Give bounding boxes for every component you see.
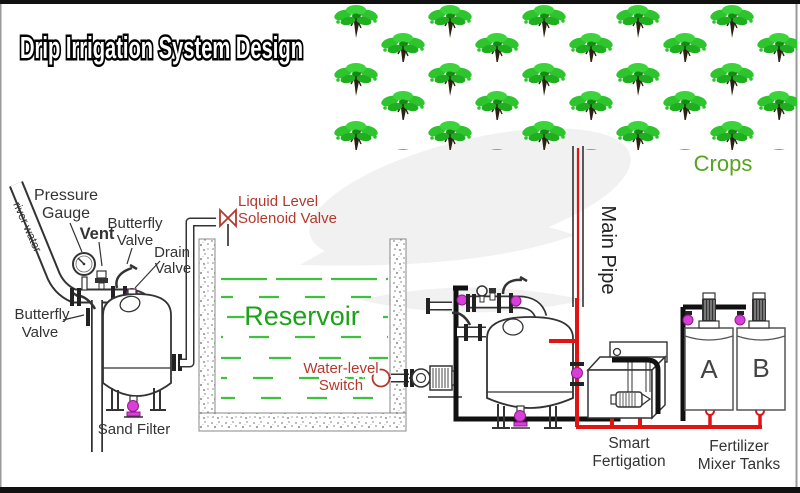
pressure-gauge-label-2: Gauge — [42, 205, 90, 222]
flange — [77, 288, 81, 306]
tank-a-letter: A — [700, 354, 718, 384]
leader-lines — [62, 222, 161, 321]
butterfly-left-label-2: Valve — [22, 324, 58, 341]
sand-filter — [102, 288, 182, 418]
legs — [106, 388, 166, 411]
flange — [70, 288, 74, 306]
pressure-gauge — [72, 252, 96, 291]
water-level-switch-label-1: Water-level — [303, 360, 378, 377]
reservoir-label: Reservoir — [244, 301, 360, 331]
bottom-valve — [511, 405, 530, 429]
main-pipe-label: Main Pipe — [597, 206, 619, 295]
reservoir-bottom — [198, 412, 407, 432]
fertilizer-mixer-label-2: Mixer Tanks — [698, 456, 781, 473]
gauge-small — [476, 285, 488, 303]
reservoir-left-wall — [198, 238, 216, 416]
filter2-vessel — [451, 311, 574, 429]
mixer-motor-a — [698, 292, 720, 329]
pressure-gauge-label-1: Pressure — [34, 187, 98, 204]
crops-label: Crops — [694, 151, 753, 176]
smart-fertigation-label-1: Smart — [608, 435, 650, 452]
manhole — [119, 295, 141, 313]
butterfly-left-label-1: Butterfly — [14, 306, 70, 323]
solenoid-valve — [219, 207, 237, 246]
smart-fertigation-label-2: Fertigation — [592, 453, 665, 470]
vent-small — [489, 288, 496, 301]
left-border — [0, 4, 2, 487]
solenoid-label-1: Liquid Level — [238, 193, 318, 210]
water-level-lines — [221, 277, 388, 400]
overflow-stub — [426, 298, 452, 314]
ball-valve — [682, 314, 694, 326]
tank-b-letter: B — [752, 353, 769, 383]
annotations: Pressure Gauge Vent Butterfly Valve Drai… — [14, 187, 191, 341]
ball-valve — [571, 367, 583, 379]
fertilizer-mixer-label-1: Fertilizer — [709, 438, 768, 455]
legs — [492, 404, 562, 429]
mixer-motor-b — [748, 292, 770, 329]
water-level-switch-label-2: Switch — [319, 377, 363, 394]
manhole — [502, 318, 524, 336]
butterfly-top-label-1: Butterfly — [107, 215, 163, 232]
ball-valve — [734, 314, 746, 326]
solenoid-label-2: Solenoid Valve — [238, 210, 337, 227]
sand-filter-label: Sand Filter — [98, 421, 171, 438]
page-title: Drip Irrigation System Design — [20, 30, 303, 65]
tank-b — [736, 327, 786, 411]
pump — [391, 365, 462, 398]
reservoir: Reservoir — [198, 238, 407, 432]
dosing-pump — [610, 391, 652, 408]
solenoid-feed-pipe — [180, 207, 237, 368]
drain-valve-label-2: Valve — [155, 260, 191, 277]
right-border — [795, 4, 798, 487]
reservoir-right-wall — [389, 238, 407, 416]
drain-valve-label-1: Drain — [154, 244, 190, 261]
vent-label: Vent — [80, 225, 115, 243]
main-pipe — [572, 146, 584, 307]
top-border — [0, 0, 800, 4]
bottom-border — [0, 487, 800, 493]
bottom-valve — [124, 395, 143, 418]
filter2-manifold — [466, 275, 548, 320]
ball-valve — [510, 295, 522, 307]
smart-fertigation-unit — [586, 341, 668, 420]
crops-field — [333, 4, 797, 150]
butterfly-top-label-2: Valve — [117, 232, 153, 249]
vent-valve — [95, 270, 108, 290]
butterfly-valve-filter2-left — [451, 311, 486, 341]
fertilizer-mixer-tanks: A B — [680, 292, 786, 421]
ball-valve — [456, 294, 468, 306]
